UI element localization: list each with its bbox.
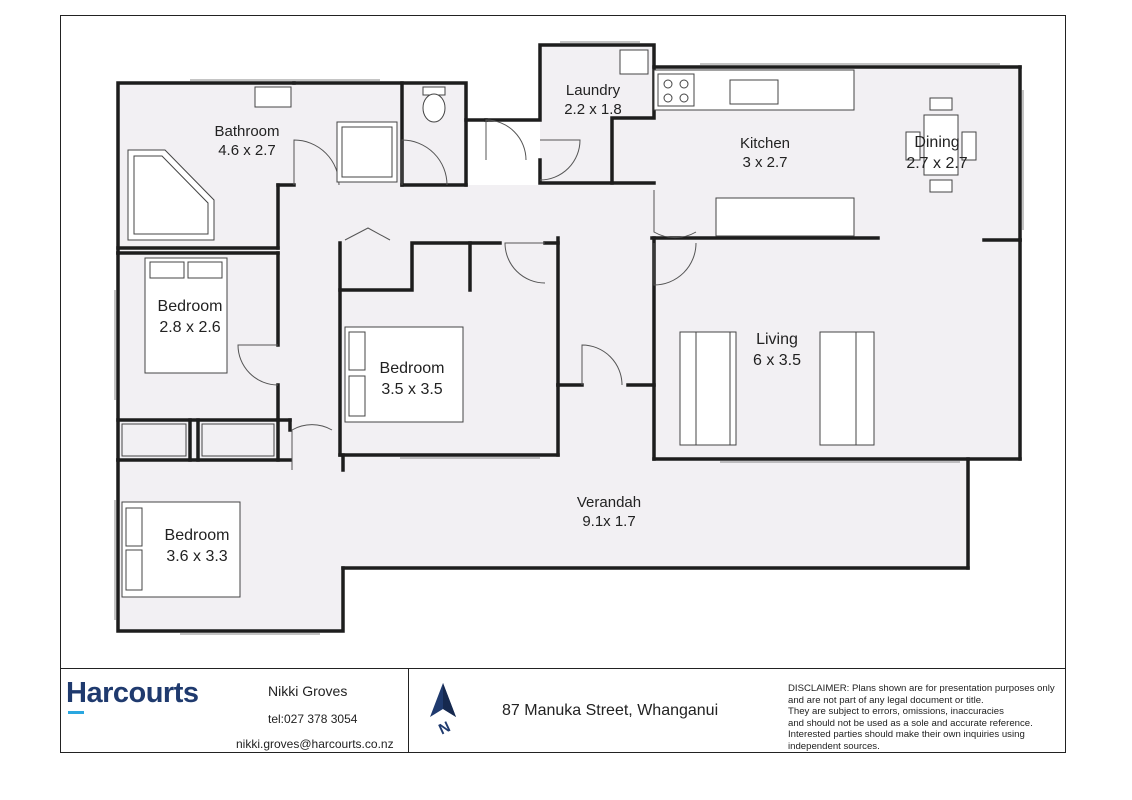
north-arrow-icon: N — [430, 683, 456, 735]
room-kitchen: Kitchen 3 x 2.7 — [720, 134, 810, 172]
room-name: Laundry — [565, 82, 621, 99]
room-size: 2.2 x 1.8 — [564, 101, 622, 118]
room-size: 3.6 x 3.3 — [166, 548, 228, 565]
floor-plan — [114, 41, 1024, 635]
property-address: 87 Manuka Street, Whanganui — [502, 702, 719, 719]
room-living: Living 6 x 3.5 — [727, 329, 827, 371]
room-name: Bedroom — [164, 527, 230, 544]
brand-accent-bar — [68, 711, 84, 714]
disclaimer-line: and are not part of any legal document o… — [788, 694, 984, 706]
disclaimer: DISCLAIMER: Plans shown are for presenta… — [788, 683, 1063, 753]
agent-phone: tel:027 378 3054 — [268, 712, 358, 726]
fixtures — [121, 49, 977, 598]
room-verandah: Verandah 9.1x 1.7 — [559, 493, 659, 531]
room-size: 2.7 x 2.7 — [906, 155, 968, 172]
footer-divider — [408, 669, 409, 753]
room-name: Dining — [914, 134, 960, 151]
disclaimer-line: DISCLAIMER: Plans shown are for presenta… — [788, 683, 1055, 694]
room-name: Bedroom — [379, 360, 445, 377]
room-name: Bedroom — [157, 298, 223, 315]
room-size: 4.6 x 2.7 — [218, 142, 276, 159]
room-size: 3.5 x 3.5 — [381, 381, 443, 398]
room-name: Kitchen — [739, 135, 791, 152]
agent-email: nikki.groves@harcourts.co.nz — [236, 737, 394, 751]
doors — [237, 119, 697, 470]
room-dining: Dining 2.7 x 2.7 — [887, 132, 987, 174]
north-label: N — [436, 718, 453, 735]
footer: Harcourts Nikki Groves tel:027 378 3054 … — [60, 668, 1066, 753]
room-size: 2.8 x 2.6 — [159, 319, 221, 336]
disclaimer-line: Interested parties should make their own… — [788, 729, 1025, 741]
room-bathroom: Bathroom 4.6 x 2.7 — [192, 122, 302, 160]
floor-plan-frame — [60, 15, 1066, 753]
room-size: 3 x 2.7 — [742, 154, 788, 171]
windows — [114, 41, 1024, 635]
room-size: 6 x 3.5 — [752, 352, 802, 369]
room-bedroom-2: Bedroom 3.5 x 3.5 — [362, 358, 462, 400]
room-bedroom-1: Bedroom 2.8 x 2.6 — [140, 296, 240, 338]
agent-name: Nikki Groves — [268, 683, 348, 699]
brand-logo: Harcourts — [66, 677, 199, 709]
disclaimer-line: independent sources. — [788, 740, 880, 752]
room-bedroom-3: Bedroom 3.6 x 3.3 — [147, 525, 247, 567]
disclaimer-line: They are subject to errors, omissions, i… — [788, 706, 1004, 718]
room-size: 9.1x 1.7 — [582, 513, 636, 530]
room-name: Verandah — [576, 494, 642, 511]
disclaimer-line: and should not be used as a sole and acc… — [788, 717, 1033, 729]
room-name: Bathroom — [214, 123, 280, 140]
room-laundry: Laundry 2.2 x 1.8 — [548, 81, 638, 119]
walls — [116, 43, 1022, 633]
room-name: Living — [756, 331, 798, 348]
